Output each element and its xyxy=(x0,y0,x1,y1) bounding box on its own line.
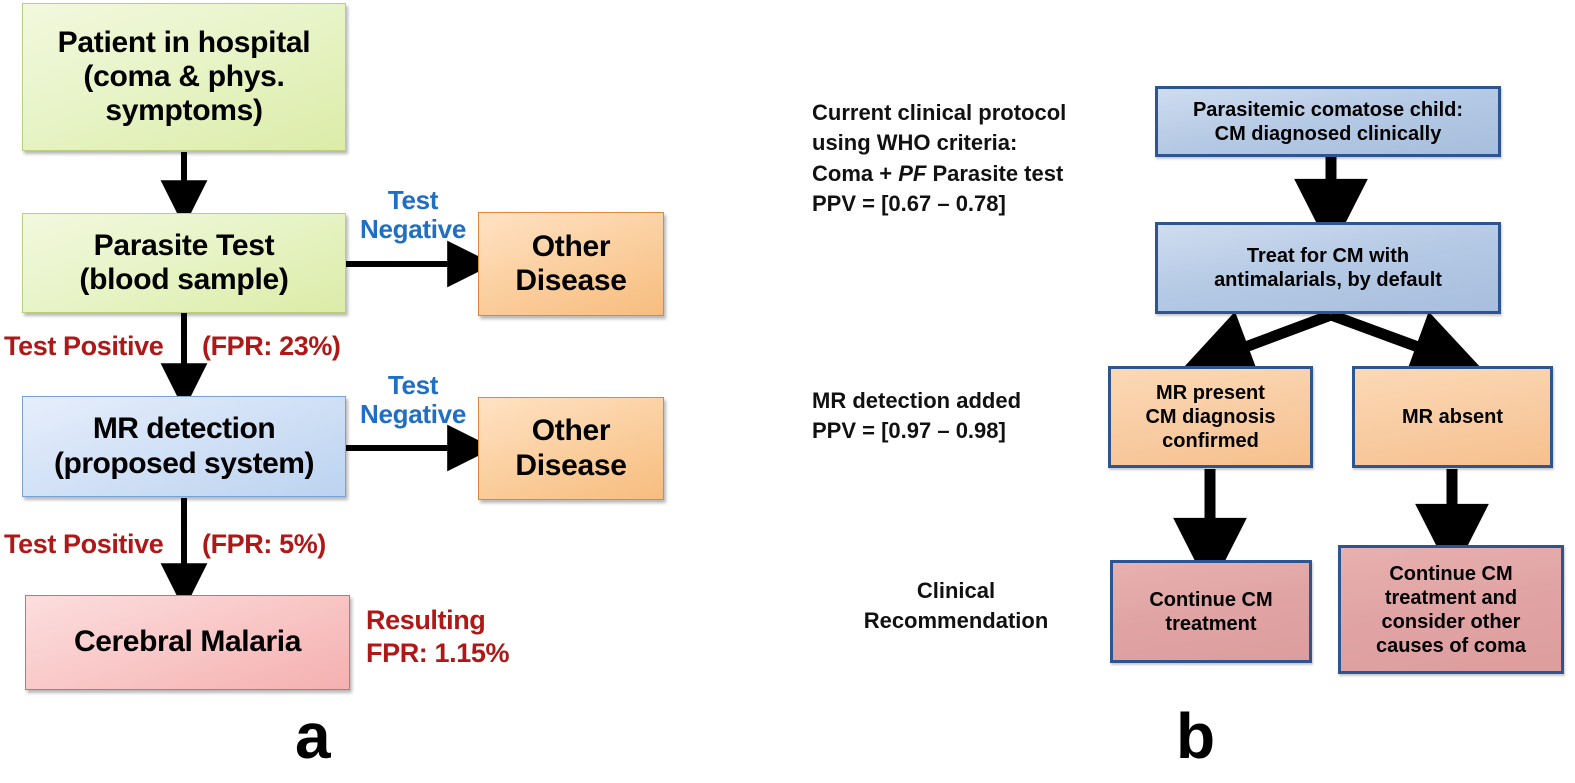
node-mr-present: MR present CM diagnosis confirmed xyxy=(1108,366,1313,468)
node-continue-cm-treatment-other-causes: Continue CM treatment and consider other… xyxy=(1338,545,1564,674)
protocol-line-2: using WHO criteria: xyxy=(812,130,1018,156)
node-continue-cm-treatment: Continue CM treatment xyxy=(1110,560,1312,663)
protocol-line-1: Current clinical protocol xyxy=(812,100,1067,125)
node-cerebral-malaria: Cerebral Malaria xyxy=(25,595,350,690)
node-other-disease-2: Other Disease xyxy=(478,397,664,500)
panel-label-a: a xyxy=(295,700,331,772)
panel-label-b: b xyxy=(1176,700,1216,772)
node-mr-detection: MR detection (proposed system) xyxy=(22,396,346,497)
annotation-mr-detection-added: MR detection added PPV = [0.97 – 0.98] xyxy=(812,388,1022,444)
node-treat-for-cm: Treat for CM with antimalarials, by defa… xyxy=(1155,222,1501,314)
edge-label-test-negative-1: Test Negative xyxy=(360,185,466,244)
node-patient-in-hospital: Patient in hospital (coma & phys. sympto… xyxy=(22,3,346,151)
arrow-treat-to-mr-absent xyxy=(1329,309,1485,381)
protocol-line-4: PPV = [0.67 – 0.78] xyxy=(812,191,1006,217)
edge-label-test-negative-2: Test Negative xyxy=(360,370,466,429)
node-parasite-test: Parasite Test (blood sample) xyxy=(22,213,346,313)
edge-label-fpr-5: (FPR: 5%) xyxy=(202,529,326,559)
node-mr-absent: MR absent xyxy=(1352,366,1553,468)
annotation-clinical-recommendation: Clinical Recommendation xyxy=(863,578,1049,634)
node-parasitemic-comatose-child: Parasitemic comatose child: CM diagnosed… xyxy=(1155,86,1501,157)
arrow-treat-to-mr-present xyxy=(1179,309,1333,381)
protocol-line-3c: Parasite test xyxy=(926,160,1064,186)
protocol-line-3a: Coma + xyxy=(812,160,899,186)
edge-label-test-positive-1: Test Positive xyxy=(4,331,164,361)
annotation-current-clinical-protocol: Current clinical protocol using WHO crite… xyxy=(812,98,1142,219)
label-resulting-fpr: Resulting FPR: 1.15% xyxy=(366,605,510,668)
edge-label-fpr-23: (FPR: 23%) xyxy=(202,331,341,361)
node-other-disease-1: Other Disease xyxy=(478,212,664,316)
edge-label-test-positive-2: Test Positive xyxy=(4,529,164,559)
protocol-line-3-pf: PF xyxy=(898,160,927,186)
